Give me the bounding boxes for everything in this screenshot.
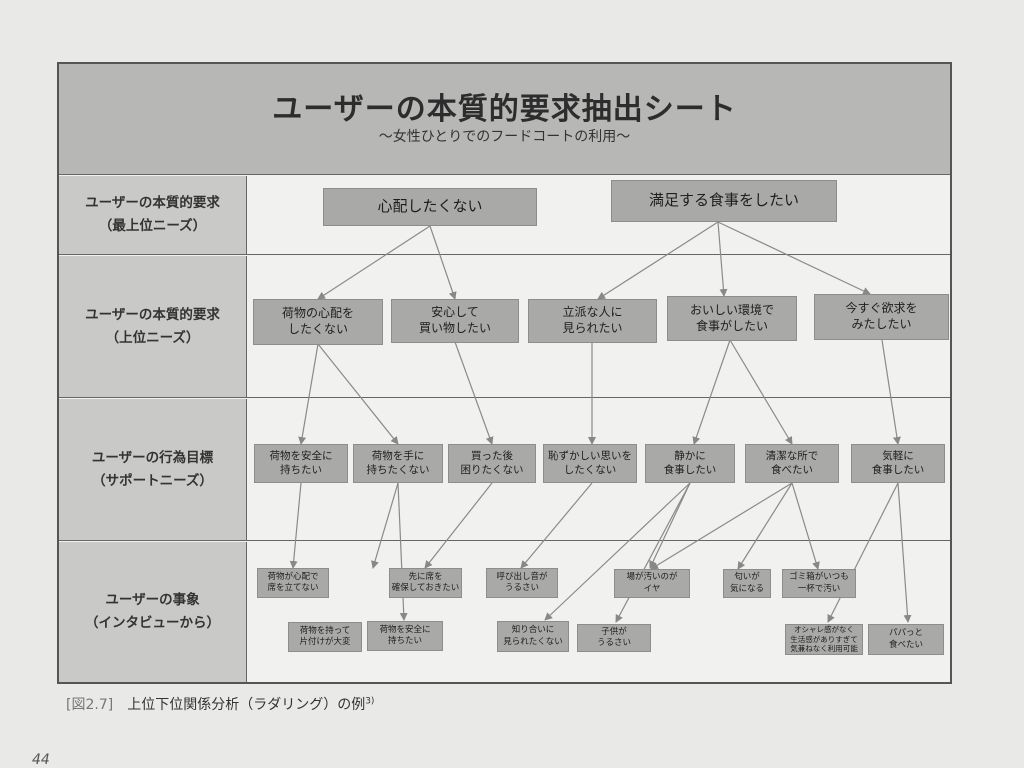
row-divider [59, 540, 950, 541]
node-support-quiet: 静かに 食事したい [645, 444, 735, 483]
node-top-no-worry: 心配したくない [323, 188, 537, 226]
caption-text: 上位下位関係分析（ラダリング）の例 [127, 697, 366, 713]
node-support-no-hold: 荷物を手に 持ちたくない [353, 444, 443, 483]
node-event-acquaintance: 知り合いに 見られたくない [497, 621, 569, 652]
row-label-line: ユーザーの本質的要求 [85, 195, 220, 212]
caption-reference: 3) [365, 696, 375, 707]
row-label-upper-needs: ユーザーの本質的要求 （上位ニーズ） [59, 256, 247, 397]
node-event-trash-full: ゴミ箱がいつも 一杯で汚い [782, 569, 856, 598]
row-label-sub: （インタビューから） [85, 615, 220, 631]
node-upper-shopping: 安心して 買い物したい [391, 299, 519, 343]
node-support-clean: 清潔な所で 食べたい [745, 444, 839, 483]
figure-number: [図2.7] [66, 697, 114, 713]
row-label-sub: （サポートニーズ） [92, 472, 213, 489]
extraction-sheet: ユーザーの本質的要求抽出シート 〜女性ひとりでのフードコートの利用〜 ユーザーの… [57, 62, 952, 684]
row-label-sub: （上位ニーズ） [105, 329, 200, 346]
node-event-hold-safely: 荷物を安全に 持ちたい [367, 621, 443, 651]
node-event-cleanup-hard: 荷物を持って 片付けが大変 [288, 622, 362, 652]
sheet-subtitle: 〜女性ひとりでのフードコートの利用〜 [378, 129, 631, 145]
node-event-kids-noisy: 子供が うるさい [577, 624, 651, 652]
node-event-not-stylish: オシャレ感がなく 生活感がありすぎて 気兼ねなく利用可能 [785, 624, 863, 655]
figure-caption: [図2.7] 上位下位関係分析（ラダリング）の例3) [66, 694, 374, 714]
node-event-call-sound: 呼び出し音が うるさい [486, 568, 558, 598]
row-label-line: ユーザーの本質的要求 [85, 306, 220, 323]
row-label-line: ユーザーの行為目標 [91, 449, 214, 466]
node-upper-luggage: 荷物の心配を したくない [253, 299, 383, 345]
node-upper-appearance: 立派な人に 見られたい [528, 299, 657, 343]
node-event-cant-leave-seat: 荷物が心配で 席を立てない [257, 568, 329, 598]
node-event-smell: 匂いが 気になる [723, 569, 771, 598]
node-event-eat-quickly: パパっと 食べたい [868, 624, 944, 655]
row-divider [59, 397, 950, 398]
row-label-sub: （最上位ニーズ） [98, 218, 207, 234]
page-number: 44 [32, 752, 50, 768]
row-label-events: ユーザーの事象 （インタビューから） [59, 542, 247, 682]
node-upper-satisfy-now: 今すぐ欲求を みたしたい [814, 294, 949, 340]
row-label-top-needs: ユーザーの本質的要求 （最上位ニーズ） [59, 176, 247, 254]
row-label-line: ユーザーの事象 [105, 592, 200, 609]
node-support-after-purchase: 買った後 困りたくない [448, 444, 536, 483]
node-event-dirty-place: 場が汚いのが イヤ [614, 569, 690, 598]
sheet-title: ユーザーの本質的要求抽出シート [272, 92, 737, 127]
node-support-carry-safely: 荷物を安全に 持ちたい [254, 444, 348, 483]
title-band: ユーザーの本質的要求抽出シート 〜女性ひとりでのフードコートの利用〜 [59, 64, 950, 175]
node-support-embarrassment: 恥ずかしい思いを したくない [543, 444, 637, 483]
node-support-casual: 気軽に 食事したい [851, 444, 945, 483]
row-label-support-needs: ユーザーの行為目標 （サポートニーズ） [59, 399, 247, 540]
node-event-secure-seat: 先に席を 確保しておきたい [389, 568, 462, 598]
row-divider [59, 254, 950, 255]
node-upper-environment: おいしい環境で 食事がしたい [667, 296, 797, 341]
node-top-satisfying-meal: 満足する食事をしたい [611, 180, 837, 222]
